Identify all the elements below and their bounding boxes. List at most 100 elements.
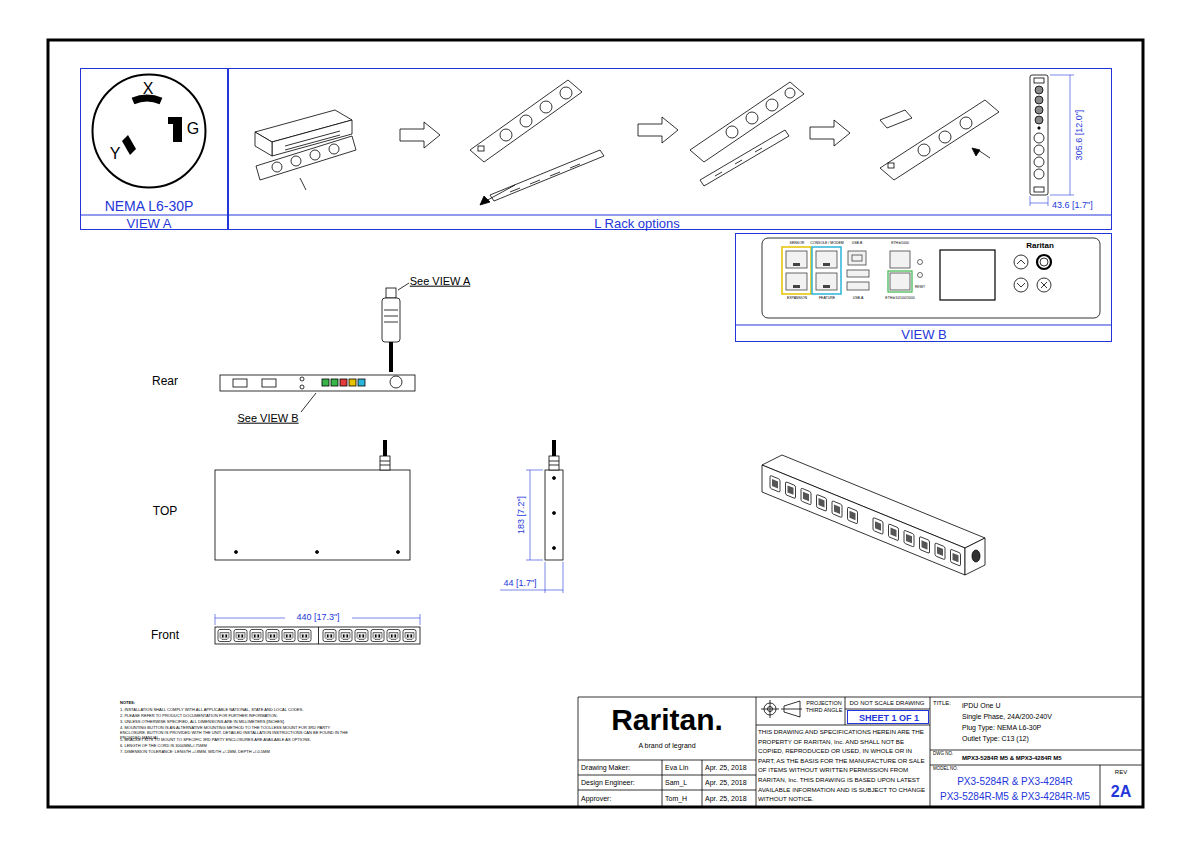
dimension-line-part — [530, 470, 531, 560]
faceplate-part — [786, 273, 807, 290]
rack-illustration-part — [785, 88, 795, 98]
note-text: 7. DIMENSION TOLERANCE: LENGTH +/-8MM, W… — [120, 749, 350, 754]
view-caption: NEMA L6-30P — [105, 198, 194, 214]
callout-text: See VIEW A — [410, 275, 471, 288]
view-caption: VIEW B — [901, 327, 947, 342]
port-label: FEATURE — [819, 296, 835, 300]
view-panel: L Rack options — [228, 68, 1112, 230]
outlet-symbol-part — [387, 630, 400, 642]
outlet-symbol-part — [238, 635, 240, 638]
title-block-grid-part — [930, 750, 1143, 751]
outlet-symbol-part — [325, 633, 334, 640]
outlet-symbol-part — [347, 635, 349, 638]
rear-view-part — [389, 342, 393, 372]
rack-illustration-part — [735, 160, 742, 164]
faceplate-part — [888, 271, 912, 292]
title-block-text: MODEL NO. — [933, 766, 958, 771]
title-block-grid-part — [578, 697, 1143, 698]
outlet-symbol-part — [951, 549, 961, 566]
isometric-view — [762, 455, 985, 575]
note-text: 1. INSTALLATION SHALL COMPLY WITH ALL AP… — [120, 707, 350, 712]
title-block-grid-part — [930, 765, 1143, 766]
title-block-text: Raritan. — [611, 703, 723, 738]
outlet-symbol — [770, 475, 780, 492]
title-block-text: PX3-5284R & PX3-4284R — [957, 776, 1073, 788]
outlet-symbol-part — [375, 635, 377, 638]
outlet-symbol — [904, 530, 914, 547]
rack-illustration-part — [560, 87, 572, 99]
port-label: ETH⊕10/100/1000 — [885, 296, 914, 300]
rack-illustration-part — [329, 144, 339, 154]
isometric-view-part — [762, 465, 965, 575]
outlet-symbol — [817, 494, 827, 511]
plug-pin-part — [168, 117, 182, 142]
outlet-symbol-part — [222, 635, 224, 638]
top-view-part — [552, 440, 556, 456]
outlet-symbol-part — [788, 485, 794, 494]
outlet-symbol-part — [290, 635, 292, 638]
rear-view-part — [349, 379, 356, 386]
outlet-symbol-part — [935, 543, 945, 560]
note-text: NOTES: — [120, 701, 135, 706]
title-block-grid-part — [578, 775, 756, 776]
title-block-grid-part — [845, 697, 846, 725]
faceplate-part — [918, 260, 923, 265]
title-block-text: THIS DRAWING AND SPECIFICATIONS HEREIN A… — [758, 727, 928, 804]
top-view-part — [545, 470, 563, 560]
note-text: 3. UNLESS OTHERWISE SPECIFIED, ALL DIMEN… — [120, 719, 350, 724]
rear-view-part — [398, 283, 409, 290]
rack-illustration-part — [480, 196, 490, 205]
dimension-line-part — [1030, 196, 1031, 206]
outlet-symbol — [371, 630, 384, 642]
sheet-frame — [48, 40, 1143, 807]
top-view-part — [380, 456, 390, 470]
outlet-symbol-part — [819, 498, 825, 507]
outlet-symbol-part — [302, 635, 304, 638]
top-view — [215, 440, 563, 560]
top-view-part — [316, 551, 319, 554]
dimension-text: 305.6 [12.0"] — [1074, 110, 1084, 161]
outlet-symbol-part — [379, 635, 381, 638]
faceplate-part — [812, 247, 841, 294]
outlet-symbol-part — [803, 492, 809, 501]
rack-illustration-part — [272, 162, 282, 172]
pin-letter: X — [143, 80, 154, 98]
rack-illustration-part — [960, 117, 972, 129]
outlet-symbol — [848, 507, 858, 524]
title-block-grid-part — [702, 760, 703, 807]
rack-illustration-part — [490, 150, 604, 201]
title-block-text: Tom_H — [665, 794, 687, 802]
view-name: TOP — [153, 505, 177, 519]
dimension-line-part — [215, 614, 216, 625]
top-view-part — [553, 512, 556, 515]
rack-illustration-part — [1030, 75, 1048, 195]
rack-illustration-part — [939, 131, 951, 143]
title-block-text: Design Engineer: — [581, 778, 635, 786]
view-caption: SHEET 1 OF 1 — [859, 713, 919, 723]
title-block-grid-part — [756, 697, 757, 807]
outlet-symbol-part — [266, 630, 279, 642]
port-label: EXPANSION — [787, 296, 807, 300]
rack-illustration-part — [484, 185, 515, 202]
rear-view-part — [384, 310, 398, 311]
outlet-symbol-part — [343, 635, 345, 638]
note-text: 6. LENGTH OF THE CORD IS 3000MM+/-75MM — [120, 743, 350, 748]
outlet-symbol-part — [770, 475, 780, 492]
view-caption: VIEW A — [127, 216, 172, 231]
title-block-text: Eva Lin — [665, 763, 688, 771]
note-text: 5. BRACKET KITS TO MOUNT TO SPECIFIC 3RD… — [120, 737, 350, 742]
outlet-symbol-part — [250, 630, 263, 642]
outlet-symbol-part — [220, 633, 229, 640]
rack-illustration-part — [255, 132, 272, 156]
rack-illustration-part — [256, 136, 356, 180]
outlet-symbol-part — [300, 633, 309, 640]
outlet-symbol-part — [873, 517, 883, 534]
top-view-part — [215, 470, 410, 560]
rack-illustration-part — [1035, 116, 1043, 124]
outlet-symbol — [323, 630, 336, 642]
outlet-symbol-part — [323, 630, 336, 642]
plug-pin-part — [133, 98, 161, 101]
outlet-symbol — [403, 630, 416, 642]
port-label: SENSOR — [790, 241, 805, 245]
